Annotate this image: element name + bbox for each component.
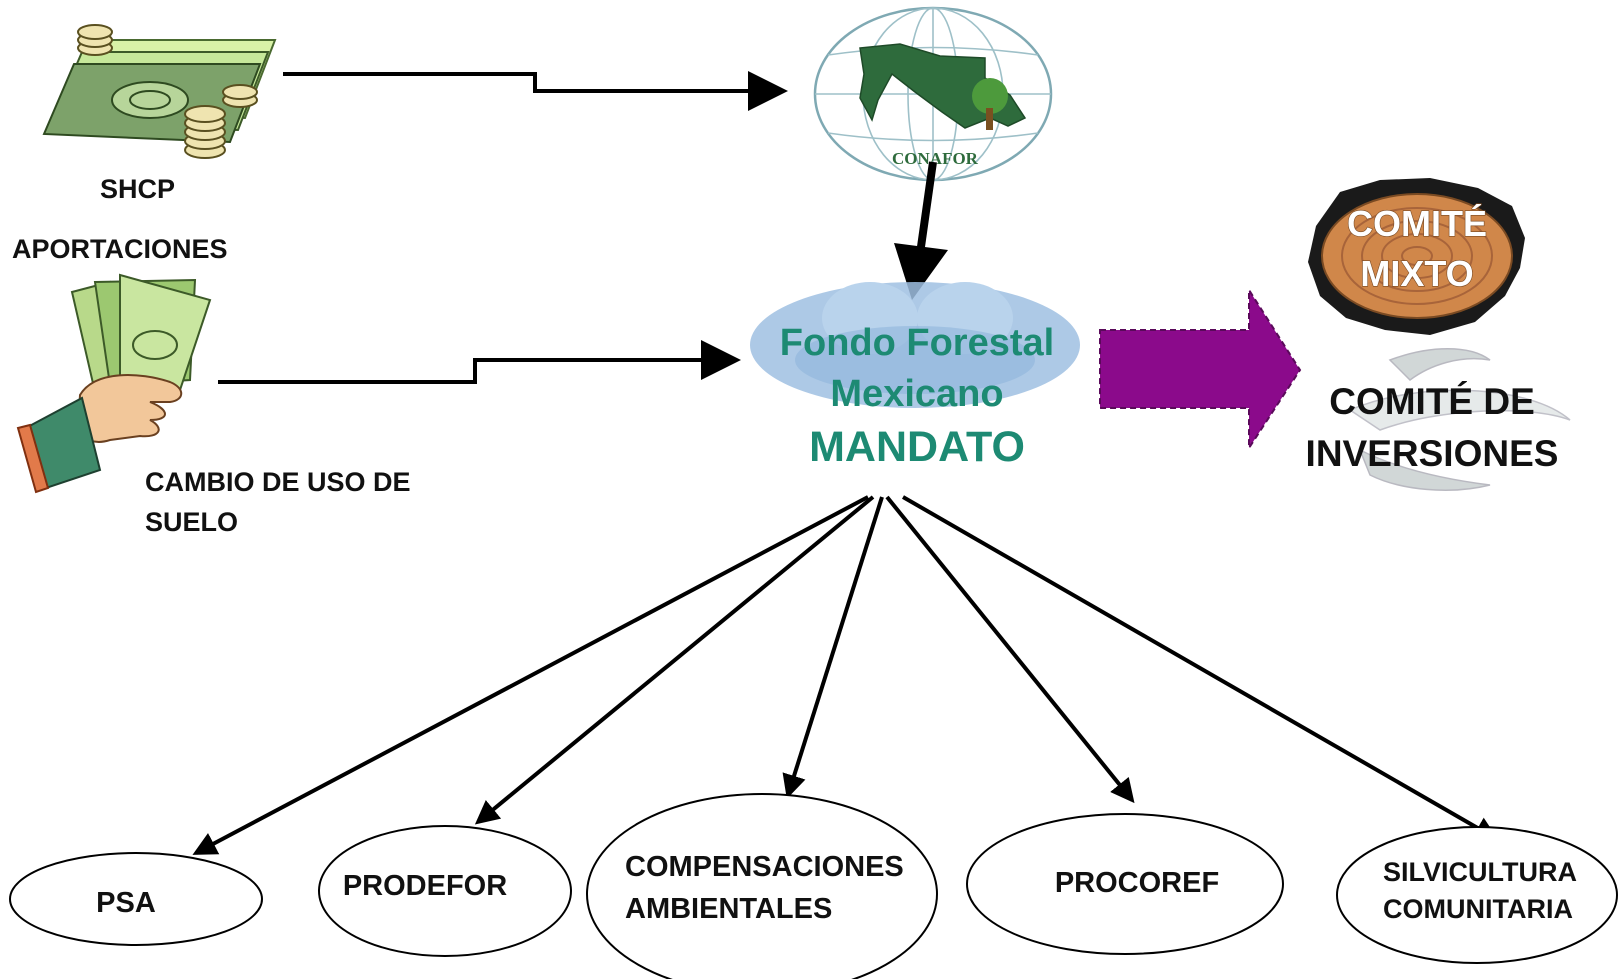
program-psa-label: PSA (96, 887, 156, 919)
fondo-to-committees-arrow (1099, 286, 1302, 452)
conafor-logo-text: CONAFOR (892, 149, 979, 168)
arrow-to-compensaciones (782, 496, 884, 799)
cambio-to-fondo-arrow (218, 340, 741, 384)
program-procoref-label: PROCOREF (1055, 867, 1219, 899)
program-compensaciones-line1: COMPENSACIONES (625, 851, 904, 883)
arrow-to-procoref (885, 495, 1135, 804)
program-silvicultura-line2: COMUNITARIA (1383, 894, 1573, 924)
shcp-to-conafor-arrow (283, 71, 788, 111)
hand-with-money-icon (16, 273, 212, 494)
comite-inversiones-line2: INVERSIONES (1306, 433, 1559, 474)
cambio-uso-suelo-line1: CAMBIO DE USO DE (145, 467, 411, 497)
fondo-title-line1: Fondo Forestal (780, 322, 1054, 364)
comite-mixto-wood-icon (1308, 178, 1525, 335)
program-compensaciones-line2: AMBIENTALES (625, 893, 832, 925)
fondo-title-mandato: MANDATO (809, 423, 1025, 471)
fondo-cloud-logo (750, 282, 1080, 408)
money-stack-icon (42, 24, 277, 159)
conafor-logo: CONAFOR (813, 6, 1053, 182)
comite-inversiones-swoosh-icon (1348, 348, 1571, 491)
program-compensaciones: COMPENSACIONES AMBIENTALES (586, 793, 938, 979)
program-arrows (192, 495, 1499, 855)
program-prodefor-label: PRODEFOR (343, 870, 507, 902)
program-procoref: PROCOREF (966, 813, 1284, 955)
program-silvicultura: SILVICULTURA COMUNITARIA (1336, 826, 1618, 964)
comite-inversiones-line1: COMITÉ DE (1329, 381, 1535, 422)
arrow-to-psa (192, 495, 869, 855)
comite-mixto-line2: MIXTO (1360, 253, 1473, 294)
cambio-uso-suelo-line2: SUELO (145, 507, 238, 537)
program-silvicultura-line1: SILVICULTURA (1383, 857, 1577, 887)
program-prodefor: PRODEFOR (318, 825, 572, 957)
fondo-title-line2: Mexicano (830, 373, 1003, 415)
arrow-to-silvicultura (902, 495, 1499, 840)
program-psa: PSA (9, 852, 263, 946)
comite-mixto-line1: COMITÉ (1347, 203, 1487, 244)
aportaciones-label: APORTACIONES (12, 234, 228, 264)
arrow-to-prodefor (474, 495, 875, 825)
shcp-label: SHCP (100, 174, 175, 204)
